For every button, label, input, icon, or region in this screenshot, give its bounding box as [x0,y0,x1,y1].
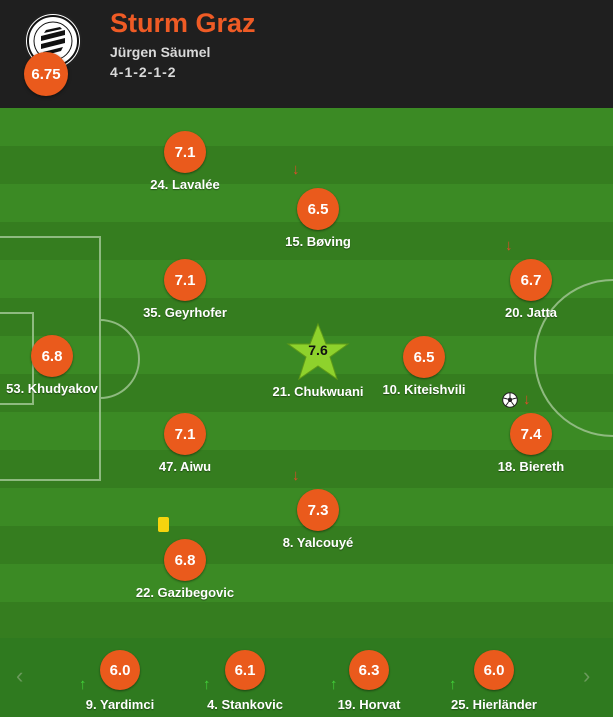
sub-name: 19. Horvat [337,697,401,712]
player-rating: 7.1 [164,413,206,455]
sub-name: 25. Hierländer [451,697,537,712]
player-rating: 7.1 [164,131,206,173]
player-card[interactable]: 7.4 18. Biereth [461,413,601,474]
player-card[interactable]: 6.8 53. Khudyakov [0,335,122,396]
formation: 4-1-2-1-2 [110,64,177,80]
player-name: 20. Jatta [504,305,558,320]
sub-in-icon: ↑ [330,676,338,693]
team-header: 6.75 Sturm Graz Jürgen Säumel 4-1-2-1-2 [0,0,613,108]
player-card[interactable]: 7.1 35. Geyrhofer [115,259,255,320]
goal-ball-icon [502,392,518,408]
sub-out-icon: ↓ [292,161,300,178]
next-arrow-icon[interactable]: › [583,663,591,688]
player-card[interactable]: 7.1 24. Lavalée [115,131,255,192]
yellow-card-icon [158,517,169,532]
player-name: 22. Gazibegovic [135,585,235,600]
player-name: 53. Khudyakov [6,381,98,396]
pitch: 7.1 24. Lavalée 6.5 15. Bøving ↓ 7.1 35.… [0,108,613,638]
substitute-card[interactable]: 6.0 25. Hierländer [434,650,554,712]
player-name: 47. Aiwu [158,459,212,474]
player-card-star[interactable]: 7.6 21. Chukwuani [248,322,388,399]
sub-name: 4. Stankovic [207,697,283,712]
player-name: 24. Lavalée [150,177,220,192]
player-card[interactable]: 6.5 15. Bøving [248,188,388,249]
sub-in-icon: ↑ [449,676,457,693]
sub-name: 9. Yardimci [85,697,155,712]
player-name: 21. Chukwuani [272,384,364,399]
sub-rating: 6.1 [225,650,265,690]
player-card[interactable]: 6.7 20. Jatta [461,259,601,320]
player-rating: 7.3 [297,489,339,531]
player-name: 35. Geyrhofer [143,305,227,320]
player-rating: 6.5 [297,188,339,230]
prev-arrow-icon[interactable]: ‹ [16,663,24,688]
player-name: 15. Bøving [285,234,351,249]
player-rating: 6.5 [403,336,445,378]
player-rating: 7.4 [510,413,552,455]
player-rating: 6.8 [31,335,73,377]
player-rating: 6.7 [510,259,552,301]
team-rating-badge: 6.75 [24,52,68,96]
player-name: 10. Kiteishvili [382,382,466,397]
sub-rating: 6.3 [349,650,389,690]
player-name: 18. Biereth [497,459,565,474]
substitute-card[interactable]: 6.1 4. Stankovic [185,650,305,712]
player-rating: 6.8 [164,539,206,581]
player-rating: 7.6 [308,342,328,358]
sub-rating: 6.0 [100,650,140,690]
player-card[interactable]: 7.1 47. Aiwu [115,413,255,474]
sub-in-icon: ↑ [79,676,87,693]
player-name: 8. Yalcouyé [282,535,354,550]
substitutes-bar: ‹ › 6.0 9. Yardimci ↑ 6.1 4. Stankovic ↑… [0,638,613,717]
sub-out-icon: ↓ [523,391,531,408]
top-rated-star-icon: 7.6 [286,322,350,382]
sub-rating: 6.0 [474,650,514,690]
sub-in-icon: ↑ [203,676,211,693]
player-card[interactable]: 6.8 22. Gazibegovic [115,539,255,600]
sub-out-icon: ↓ [505,237,513,254]
substitute-card[interactable]: 6.3 19. Horvat [309,650,429,712]
player-rating: 7.1 [164,259,206,301]
substitute-card[interactable]: 6.0 9. Yardimci [60,650,180,712]
player-card[interactable]: 7.3 8. Yalcouyé [248,489,388,550]
coach-name[interactable]: Jürgen Säumel [110,44,211,60]
sub-out-icon: ↓ [292,467,300,484]
player-card[interactable]: 6.5 10. Kiteishvili [354,336,494,397]
team-name[interactable]: Sturm Graz [110,8,256,38]
